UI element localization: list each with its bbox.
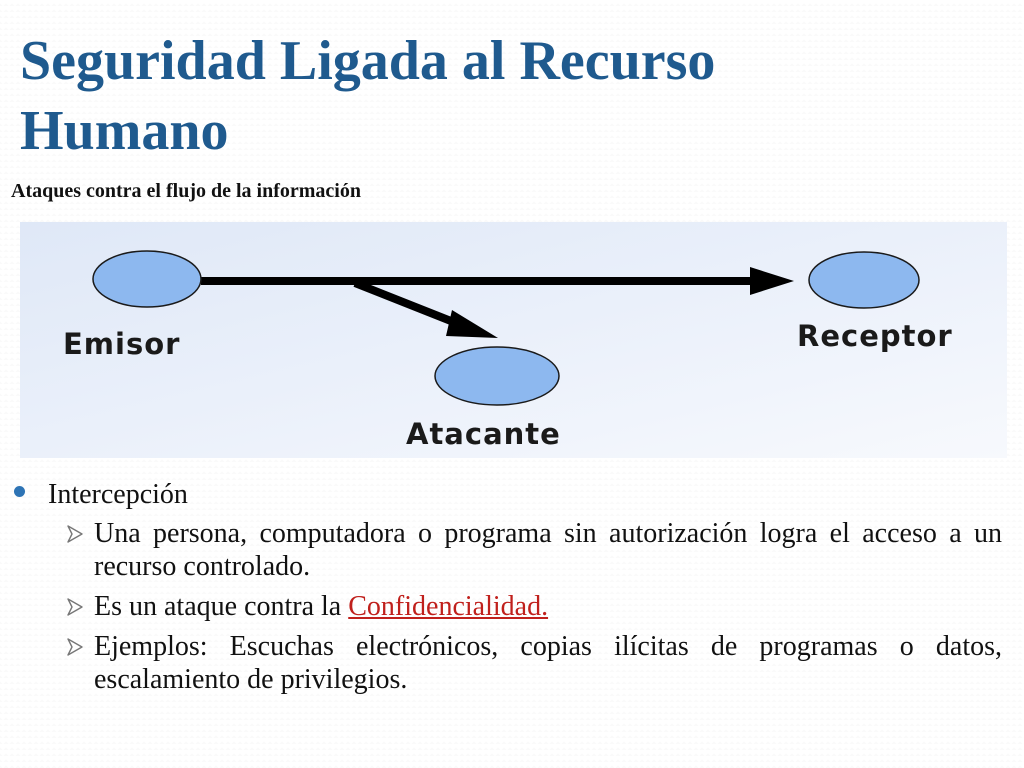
sub-item-text: Ejemplos: Escuchas electrónicos, copias … bbox=[94, 631, 1002, 695]
sub-bullet-list: Una persona, computadora o programa sin … bbox=[14, 517, 1002, 696]
information-flow-diagram: Emisor Receptor Atacante bbox=[20, 222, 1007, 458]
slide-content: Intercepción Una persona, computadora o … bbox=[14, 478, 1002, 703]
diagram-canvas: Emisor Receptor Atacante bbox=[20, 222, 1007, 458]
bullet-item: Intercepción bbox=[14, 478, 1002, 511]
bullet-dot-icon bbox=[14, 486, 25, 497]
arrow-bullet-icon bbox=[67, 525, 83, 543]
sub-item-confidentiality: Es un ataque contra la Confidencialidad. bbox=[14, 590, 1002, 623]
sub-item-definition: Una persona, computadora o programa sin … bbox=[14, 517, 1002, 583]
interception-arrow-line bbox=[353, 279, 463, 329]
sub-item-text: Una persona, computadora o programa sin … bbox=[94, 518, 1002, 582]
sender-label: Emisor bbox=[63, 327, 180, 361]
bullet-text: Intercepción bbox=[48, 479, 188, 510]
arrow-bullet-icon bbox=[67, 598, 83, 616]
slide-subtitle: Ataques contra el flujo de la informació… bbox=[11, 180, 361, 202]
sender-node bbox=[92, 250, 202, 308]
slide-title: Seguridad Ligada al Recurso Humano bbox=[20, 30, 716, 162]
confidentiality-link[interactable]: Confidencialidad. bbox=[348, 591, 549, 622]
receiver-node bbox=[808, 251, 920, 309]
sub-item-examples: Ejemplos: Escuchas electrónicos, copias … bbox=[14, 630, 1002, 696]
arrow-bullet-icon bbox=[67, 638, 83, 656]
receiver-label: Receptor bbox=[797, 319, 953, 353]
interception-arrow-head bbox=[446, 310, 498, 338]
attacker-node bbox=[434, 346, 560, 406]
attacker-label: Atacante bbox=[406, 417, 561, 451]
sub-item-text: Es un ataque contra la bbox=[94, 591, 349, 622]
flow-arrow-head bbox=[750, 267, 794, 295]
